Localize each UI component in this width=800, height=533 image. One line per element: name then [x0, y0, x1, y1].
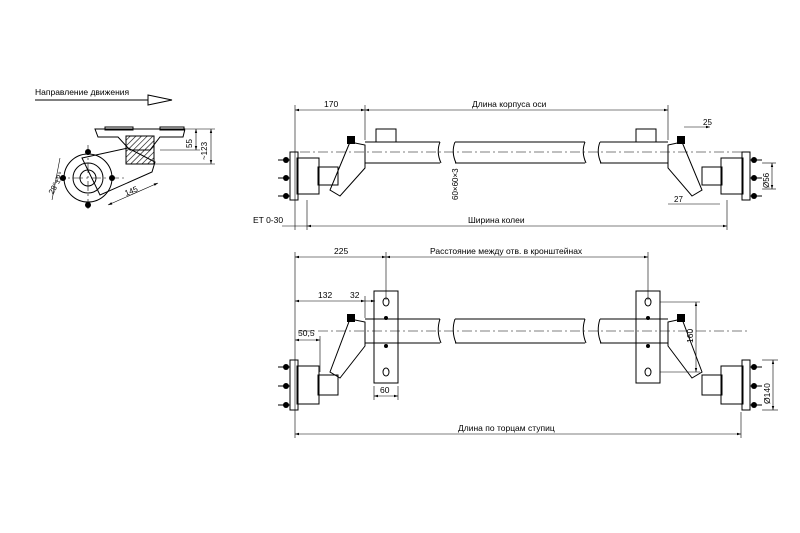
dim-60: 60	[380, 385, 390, 395]
left-bracket-plate	[373, 290, 399, 384]
side-view: Направление движения 55 ~123 28°±2°	[35, 87, 215, 210]
axle-bottom-view: 225 Расстояние между отв. в кронштейнах …	[278, 246, 778, 438]
dim-132: 132	[318, 290, 332, 300]
dim-160: 160	[685, 329, 695, 343]
direction-arrow	[35, 94, 173, 106]
bracket-distance-label: Расстояние между отв. в кронштейнах	[430, 246, 583, 256]
et-label: ET 0-30	[253, 215, 283, 225]
axle-body-length-label: Длина корпуса оси	[472, 99, 547, 109]
dim-25: 25	[703, 118, 712, 127]
axle-top-view: 170 Длина корпуса оси Ширина колеи ET 0-…	[253, 99, 776, 230]
hub-length-label: Длина по торцам ступиц	[458, 423, 555, 433]
direction-label: Направление движения	[35, 87, 130, 97]
right-bracket-plate	[635, 290, 661, 384]
dim-d140: Ø140	[762, 383, 772, 404]
dim-27: 27	[674, 195, 683, 204]
dim-28deg: 28°±2°	[47, 170, 66, 196]
dim-55: 55	[185, 139, 194, 148]
profile-60x60x3: 60×60×3	[451, 168, 460, 200]
dim-225: 225	[334, 246, 348, 256]
track-width-label: Ширина колеи	[468, 215, 525, 225]
dim-32: 32	[350, 290, 360, 300]
dim-d56: Ø56	[762, 172, 771, 188]
dim-170: 170	[324, 99, 338, 109]
dim-123: ~123	[200, 141, 209, 160]
dim-50-5: 50,5	[298, 328, 315, 338]
dim-145: 145	[123, 184, 139, 198]
